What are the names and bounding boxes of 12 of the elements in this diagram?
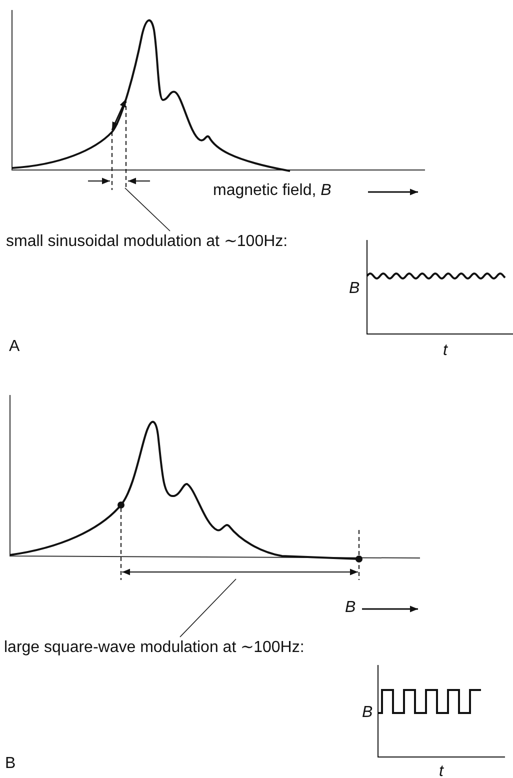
annotation-text: small sinusoidal modulation at ∼100Hz: (6, 232, 288, 252)
panel-label: A (9, 337, 20, 357)
leader-line (180, 578, 236, 638)
axis-label: B (349, 279, 360, 299)
leader-line (124, 188, 170, 232)
axis-label: B (362, 703, 373, 723)
axis-label: t (439, 762, 444, 778)
axis-label: t (443, 341, 448, 361)
annotation-text: large square-wave modulation at ∼100Hz: (4, 638, 304, 658)
axis-label: B (345, 598, 356, 618)
panel-label: B (5, 754, 16, 774)
axis-label: magnetic field, B (213, 181, 332, 201)
